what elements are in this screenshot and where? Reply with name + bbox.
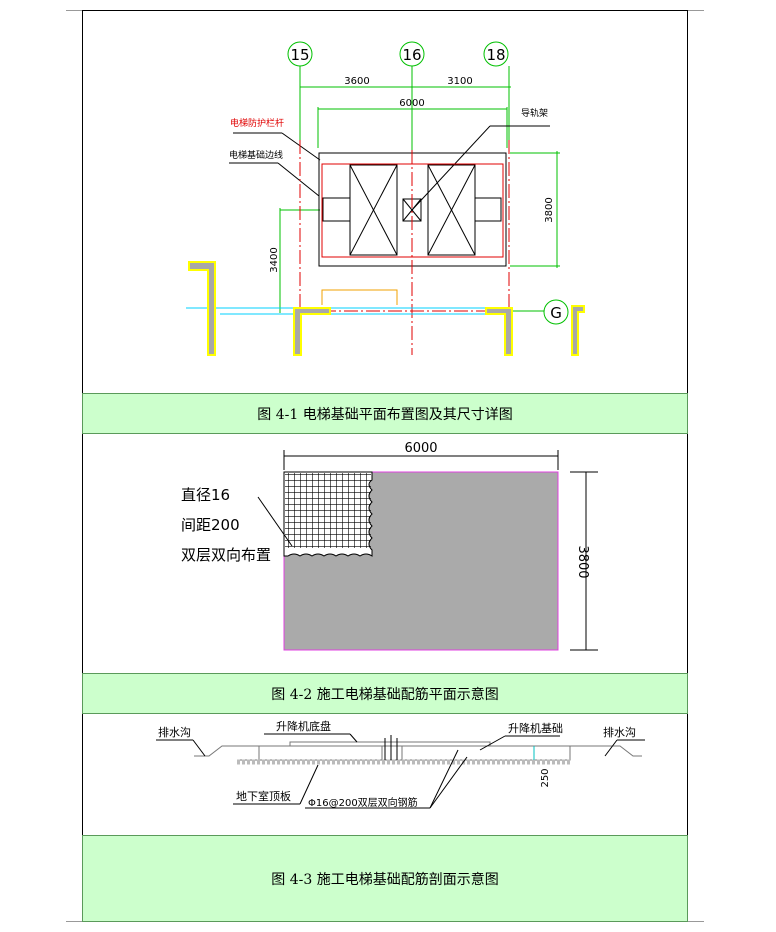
- figure-2-caption: 图 4-2 施工电梯基础配筋平面示意图: [82, 673, 688, 714]
- axis-label-g: G: [550, 304, 562, 322]
- caption-text: 图 4-3 施工电梯基础配筋剖面示意图: [271, 871, 499, 888]
- axis-label-16: 16: [402, 46, 421, 64]
- dim-3100: 3100: [447, 76, 472, 87]
- figure-1-caption: 图 4-1 电梯基础平面布置图及其尺寸详图: [82, 393, 688, 434]
- axis-label-18: 18: [486, 46, 505, 64]
- caption-text: 图 4-2 施工电梯基础配筋平面示意图: [271, 686, 499, 703]
- label-guardrail: 电梯防护栏杆: [230, 117, 284, 129]
- figure-3-caption: 图 4-3 施工电梯基础配筋剖面示意图: [82, 835, 688, 922]
- label-foundation-edge: 电梯基础边线: [229, 149, 283, 161]
- label-guide-rail: 导轨架: [521, 107, 548, 119]
- crop-mark: [688, 10, 704, 11]
- dim-3400: 3400: [269, 247, 280, 272]
- dim-3600: 3600: [344, 76, 369, 87]
- dim-6000: 6000: [399, 98, 424, 109]
- crop-mark: [66, 921, 82, 922]
- axis-label-15: 15: [290, 46, 309, 64]
- crop-mark: [66, 10, 82, 11]
- dim-3800: 3800: [544, 197, 555, 222]
- crop-mark: [688, 921, 704, 922]
- caption-text: 图 4-1 电梯基础平面布置图及其尺寸详图: [257, 406, 513, 423]
